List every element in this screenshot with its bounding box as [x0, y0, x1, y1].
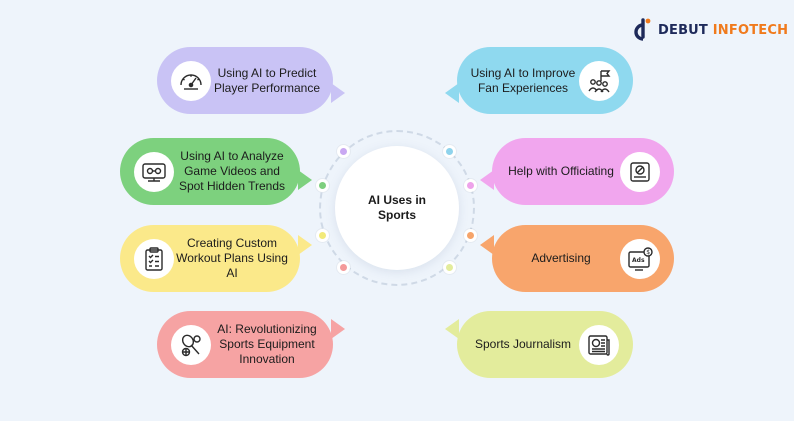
card-custom-workout-plans: Creating Custom Workout Plans Using AI [120, 225, 312, 292]
brand-logo: DEBUT INFOTECH [632, 17, 788, 43]
card-tail [298, 170, 312, 190]
card-tail [445, 83, 459, 103]
brand-name-debut: DEBUT [658, 22, 709, 38]
ads-screen-icon: Ads $ [620, 238, 660, 279]
card-label: Using AI to Improve Fan Experiences [470, 65, 576, 95]
card-tail [331, 319, 345, 339]
center-dashed-ring [319, 130, 475, 286]
card-tail [298, 235, 312, 255]
fans-flag-icon [579, 60, 619, 101]
clipboard-checklist-icon [134, 238, 174, 279]
card-analyze-game-videos: Using AI to Analyze Game Videos and Spot… [120, 138, 312, 205]
card-sports-equipment-innovation: AI: Revolutionizing Sports Equipment Inn… [157, 311, 345, 378]
connector-dot-left-4 [337, 261, 350, 274]
video-analysis-icon [134, 151, 174, 192]
card-tail [445, 319, 459, 339]
card-tail [480, 170, 494, 190]
connector-dot-left-1 [337, 145, 350, 158]
card-predict-player-performance: Using AI to Predict Player Performance [157, 47, 345, 114]
card-label: Using AI to Analyze Game Videos and Spot… [178, 149, 286, 193]
card-tail [480, 235, 494, 255]
connector-dot-right-1 [443, 145, 456, 158]
card-sports-journalism: Sports Journalism [445, 311, 633, 378]
svg-text:Ads: Ads [632, 257, 645, 264]
card-label: Advertising [531, 251, 591, 265]
speedometer-player-icon [171, 60, 211, 101]
connector-dot-right-4 [443, 261, 456, 274]
card-label: Help with Officiating [508, 164, 614, 178]
card-label: Using AI to Predict Player Performance [213, 65, 321, 95]
newspaper-icon [579, 324, 619, 365]
connector-dot-right-2 [464, 179, 477, 192]
connector-dot-left-2 [316, 179, 329, 192]
svg-text:$: $ [646, 249, 650, 256]
card-improve-fan-experiences: Using AI to Improve Fan Experiences [445, 47, 633, 114]
card-tail [331, 83, 345, 103]
connector-dot-right-3 [464, 229, 477, 242]
center-hub: AI Uses in Sports [335, 146, 459, 270]
connector-dot-left-3 [316, 229, 329, 242]
card-help-with-officiating: Help with Officiating [480, 138, 674, 205]
card-label: Sports Journalism [474, 337, 572, 351]
card-advertising: Advertising Ads $ [480, 225, 674, 292]
card-label: AI: Revolutionizing Sports Equipment Inn… [217, 322, 317, 366]
debut-logo-icon [634, 18, 651, 41]
card-label: Creating Custom Workout Plans Using AI [176, 236, 288, 280]
center-title: AI Uses in Sports [367, 193, 427, 222]
sports-equipment-icon [171, 324, 211, 365]
brand-name-infotech: INFOTECH [712, 22, 789, 38]
referee-card-icon [620, 151, 660, 192]
